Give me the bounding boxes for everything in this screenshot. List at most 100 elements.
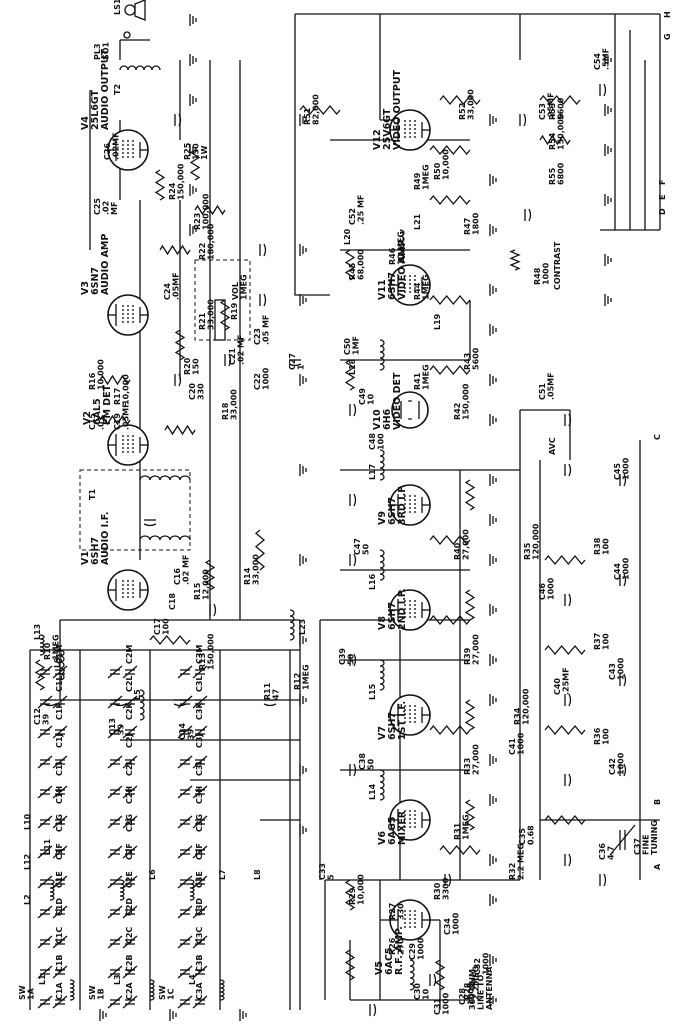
label-r14: R1433,000: [243, 554, 261, 585]
label-c28-line: 1000: [467, 982, 476, 1005]
label-term-h-line: H: [663, 11, 672, 18]
label-v6-line: MIXER: [397, 810, 408, 845]
label-c38: C3850: [358, 753, 376, 770]
label-c45-line: C45: [613, 463, 622, 480]
label-r25-line: 150: [192, 143, 201, 160]
label-trimmer-c1k: C1K: [55, 702, 64, 720]
label-c49: C4910: [358, 388, 376, 405]
label-r16: R1610,000: [88, 359, 106, 390]
label-c43: C431000: [608, 657, 626, 680]
label-v3-line: 6SN7: [90, 267, 101, 295]
label-vol-line: VOL: [231, 282, 240, 300]
coil-symbol: [379, 449, 385, 481]
label-c14-line: C14: [178, 723, 187, 740]
coil-symbol: [379, 659, 385, 691]
trimmer-capacitor: [107, 905, 123, 919]
label-c52: C52.25 MF: [348, 195, 366, 225]
label-r28: R282.2MEG: [463, 966, 481, 1000]
capacitor-symbol: [349, 403, 357, 417]
label-r16-line: 10,000: [97, 359, 106, 390]
label-term-f: F: [658, 180, 667, 185]
label-r51-line: R51: [303, 107, 312, 125]
trimmer-capacitor: [122, 815, 138, 829]
label-trimmer-c3g-line: C3G: [195, 814, 204, 832]
label-v1-line: V1: [80, 551, 91, 565]
label-l9: L9: [53, 657, 62, 668]
label-term-c-line: C: [653, 434, 662, 440]
label-pl3-line: PL3: [93, 43, 102, 60]
label-trimmer-c2a: C2A: [125, 982, 134, 1000]
label-r12-line: R12: [293, 673, 302, 690]
label-trimmer-c1j: C1J: [55, 734, 64, 748]
ground-symbol: [489, 284, 497, 296]
resistor-symbol: [189, 149, 201, 181]
coil-symbol: [399, 229, 405, 261]
label-l20: L20: [343, 228, 352, 245]
label-c42-line: 1000: [617, 752, 626, 775]
tube-v4: [107, 129, 149, 171]
label-contrast: CONTRAST: [553, 241, 562, 290]
label-l5-line: L5: [133, 689, 142, 700]
label-r33-line: 27,000: [472, 744, 481, 775]
label-r43: R435600: [463, 347, 481, 370]
ground-symbol: [299, 244, 307, 256]
label-v5-line: 6AC5: [384, 947, 395, 975]
label-c41-line: 1000: [517, 732, 526, 755]
label-r36: R36100: [593, 727, 611, 745]
label-trimmer-c2e-line: C2E: [125, 871, 134, 888]
label-r17: R1710,000: [113, 374, 131, 405]
transformer-t1-shield: [79, 469, 191, 551]
label-term-a: A: [653, 863, 662, 870]
label-r12: R121MEG: [293, 664, 311, 690]
label-c18: C18: [168, 593, 177, 610]
label-v10-line: V10: [372, 409, 383, 430]
label-c43-line: C43: [608, 663, 617, 680]
resistor-symbol: [464, 799, 476, 831]
resistor-symbol: [344, 949, 356, 981]
label-trimmer-c3b-line: C3B: [195, 954, 204, 972]
label-r46-line: 10 MEG: [397, 231, 406, 265]
ground-symbol: [299, 464, 307, 476]
label-c52-line: .25 MF: [357, 195, 366, 225]
label-trimmer-c2d-line: C2D: [125, 898, 134, 916]
ground-symbol: [189, 184, 197, 196]
components: [34, 0, 636, 1021]
label-trimmer-c1f-line: C1F: [55, 843, 64, 860]
label-trimmer-c2e: C2E: [125, 871, 134, 888]
trimmer-capacitor: [52, 755, 68, 769]
resistor-symbol: [99, 374, 131, 386]
fine-tuning-capacitor: [609, 824, 636, 856]
tube-v3: [107, 294, 149, 336]
label-trimmer-c1m-line: C1M: [55, 645, 64, 664]
label-v12-line: 25V6GT: [382, 108, 393, 150]
label-r27: R27330: [388, 903, 406, 920]
label-r38: R38100: [593, 537, 611, 555]
coil-symbol: [149, 979, 155, 1001]
label-trimmer-c3l: C3L: [195, 675, 204, 692]
label-v11-line: 6SH7: [387, 272, 398, 300]
label-trimmer-c3a-line: C3A: [195, 982, 204, 1000]
label-r45: R4568,000: [348, 249, 366, 280]
label-l5: L5: [133, 689, 142, 700]
label-l18-line: L18: [348, 358, 357, 375]
resistor-symbol: [544, 644, 586, 656]
resistor-symbol: [539, 94, 581, 106]
trimmer-capacitor: [192, 905, 208, 919]
coil-symbol: [379, 549, 385, 581]
volume-potentiometer: [214, 299, 226, 341]
label-l1: L1: [38, 974, 47, 985]
ground-symbol: [489, 854, 497, 866]
label-r23-line: R23: [193, 213, 202, 230]
label-r54-line: 150,000: [557, 113, 566, 150]
label-c30: C3010: [413, 983, 431, 1000]
label-c54: C54.5MF: [593, 48, 611, 70]
label-c23: C23.05 MF: [253, 315, 271, 345]
label-c28-line: C28: [458, 988, 467, 1005]
label-r41-line: 1MEG: [422, 364, 431, 390]
capacitor-symbol: [564, 593, 572, 607]
label-r35-line: 120,000: [532, 523, 541, 560]
capacitor-symbol: [349, 653, 357, 667]
label-l9-line: L9: [53, 657, 62, 668]
label-l2: L2: [23, 894, 32, 905]
coil-symbol: [189, 879, 195, 901]
